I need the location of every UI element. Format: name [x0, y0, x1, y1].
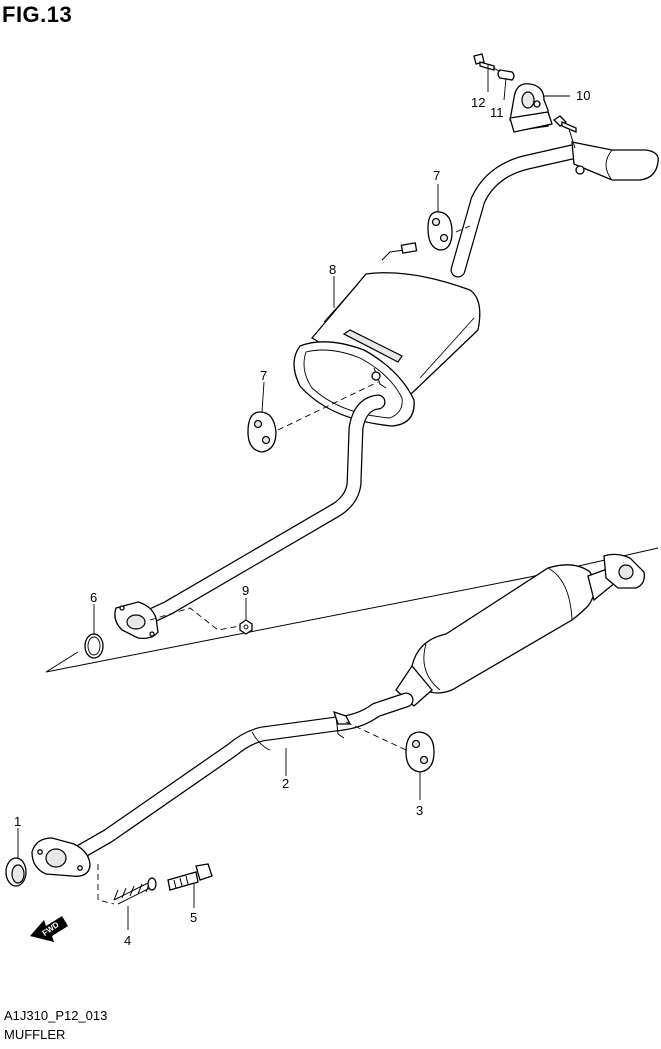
seal-ring-1 [5, 857, 27, 887]
hanger-rubber-7-lower [247, 411, 277, 453]
drawing-code: A1J310_P12_013 [4, 1008, 108, 1023]
callout-9: 9 [242, 583, 249, 598]
callout-6: 6 [90, 590, 97, 605]
callout-2: 2 [282, 776, 289, 791]
callout-7-upper: 7 [433, 168, 440, 183]
leader-lines [17, 64, 570, 930]
collar-11 [497, 69, 515, 81]
callout-7-lower: 7 [260, 368, 267, 383]
callout-5: 5 [190, 910, 197, 925]
figure-title: FIG.13 [2, 2, 73, 27]
hanger-rubber-3 [405, 731, 435, 773]
callout-12: 12 [471, 95, 485, 110]
callout-4: 4 [124, 933, 131, 948]
callout-3: 3 [416, 803, 423, 818]
figure-name: MUFFLER [4, 1027, 66, 1042]
callout-1: 1 [14, 814, 21, 829]
callout-11: 11 [490, 105, 504, 120]
bolt-5 [167, 863, 213, 891]
callout-8: 8 [329, 262, 336, 277]
callouts: 12 11 10 7 8 7 6 9 2 3 1 4 5 [14, 88, 590, 948]
gasket-6 [84, 633, 104, 659]
nut-9 [239, 619, 253, 635]
muffler-hanger-bracket [509, 83, 553, 133]
fwd-arrow-icon: FWD [30, 916, 68, 942]
clamp-bolt [552, 115, 577, 133]
bolt-12 [473, 53, 495, 71]
hanger-rubber-7-upper [427, 211, 453, 251]
center-pipe [31, 553, 645, 877]
callout-10: 10 [576, 88, 590, 103]
rear-muffler-pipe [114, 121, 659, 640]
spring-4 [113, 877, 157, 905]
